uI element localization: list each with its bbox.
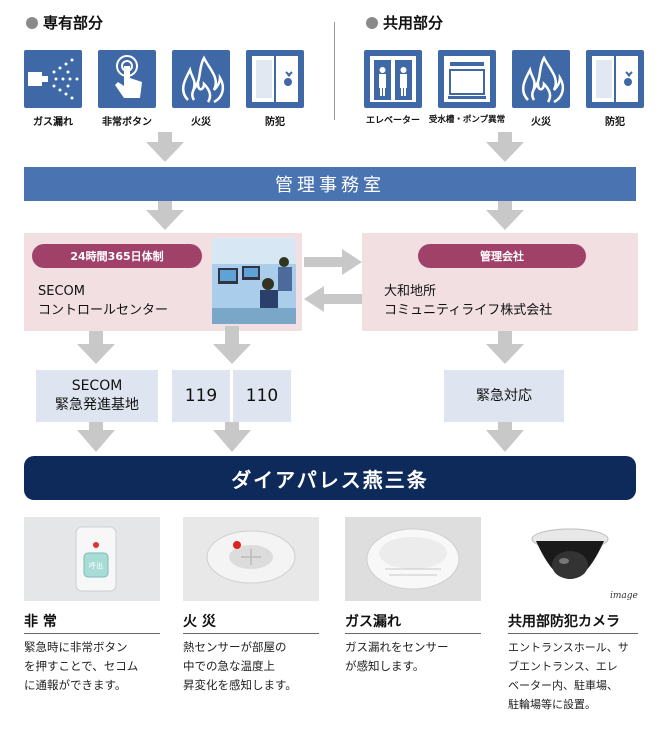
water-tank-icon — [438, 50, 496, 108]
arrow-stem — [89, 331, 103, 345]
bullet-dot-icon — [26, 16, 38, 29]
arrow-stem — [225, 326, 239, 345]
icon-label: ガス漏れ — [33, 117, 73, 128]
window-sensor-icon — [246, 50, 304, 108]
secom-line1: SECOM — [38, 284, 85, 299]
secom-base-box: SECOM 緊急発進基地 — [36, 370, 158, 422]
call-button-label: 呼出 — [89, 562, 103, 570]
icon-label: 火災 — [191, 117, 211, 128]
company-badge: 管理会社 — [418, 244, 586, 268]
title-underline — [24, 633, 160, 634]
arrow-stem — [498, 201, 512, 211]
bullet-dot-icon — [366, 16, 378, 29]
arrow-down-icon — [146, 210, 184, 230]
icon-label: 非常ボタン — [102, 117, 152, 128]
emergency-response-box: 緊急対応 — [444, 370, 564, 422]
arrow-stem — [158, 201, 172, 211]
section-divider — [334, 22, 335, 120]
fire-number-box: 119 — [172, 370, 230, 422]
arrow-stem — [158, 132, 172, 142]
icon-label: 火災 — [531, 117, 551, 128]
arrow-down-icon — [77, 344, 115, 364]
arrow-down-icon — [486, 430, 524, 452]
arrow-down-icon — [486, 142, 524, 162]
secom-badge: 24時間365日体制 — [32, 244, 202, 268]
gas-spray-icon — [24, 50, 82, 108]
title-underline — [345, 633, 481, 634]
device-desc-emergency: 緊急時に非常ボタン を押すことで、セコム に通報ができます。 — [24, 640, 139, 692]
arrow-down-icon — [486, 210, 524, 230]
device-title-gas: ガス漏れ — [345, 614, 401, 630]
icon-label: 防犯 — [265, 117, 285, 128]
device-title-emergency: 非 常 — [24, 614, 57, 630]
arrow-left-icon — [304, 286, 362, 312]
arrow-stem — [89, 422, 103, 430]
arrow-down-icon — [146, 142, 184, 162]
title-underline — [508, 633, 638, 634]
gas-sensor-photo — [345, 517, 481, 601]
icon-label: 防犯 — [605, 117, 625, 128]
arrow-stem — [498, 132, 512, 142]
device-title-fire: 火 災 — [183, 614, 216, 630]
image-caption: image — [610, 591, 638, 601]
device-title-camera: 共用部防犯カメラ — [508, 614, 620, 630]
device-desc-gas: ガス漏れをセンサー が感知します。 — [345, 640, 449, 673]
control-center-photo — [212, 238, 296, 324]
arrow-down-icon — [213, 430, 251, 452]
emergency-button-photo — [24, 517, 160, 601]
window-sensor-icon — [586, 50, 644, 108]
icon-label: 受水槽・ポンプ異常 — [428, 115, 506, 125]
device-desc-camera: エントランスホール、サ ブエントランス、エレ ベーター内、駐車場、 駐輪場等に設… — [508, 641, 629, 711]
arrow-stem — [225, 422, 239, 430]
heat-sensor-photo — [183, 517, 319, 601]
private-section-title: 専有部分 — [26, 12, 103, 33]
device-desc-fire: 熱センサーが部屋の 中での急な温度上 昇変化を感知します。 — [183, 640, 297, 692]
title-underline — [183, 633, 319, 634]
building-name-bar: ダイアパレス燕三条 — [24, 456, 636, 500]
police-number-box: 110 — [233, 370, 291, 422]
secom-line2: コントロールセンター — [38, 303, 169, 318]
common-section-title: 共用部分 — [366, 12, 443, 33]
flame-icon — [172, 50, 230, 108]
icon-label: エレベーター — [365, 116, 420, 126]
arrow-stem — [498, 331, 512, 345]
arrow-stem — [498, 422, 512, 430]
flame-icon — [512, 50, 570, 108]
arrow-down-icon — [486, 344, 524, 364]
arrow-down-icon — [213, 344, 251, 364]
security-camera-photo — [508, 517, 638, 601]
arrow-right-icon — [304, 249, 362, 275]
elevator-icon — [364, 50, 422, 108]
arrow-down-icon — [77, 430, 115, 452]
management-office-bar: 管理事務室 — [24, 167, 636, 201]
company-line1: 大和地所 — [384, 284, 437, 299]
company-line2: コミュニティライフ株式会社 — [384, 303, 553, 318]
hand-button-icon — [98, 50, 156, 108]
